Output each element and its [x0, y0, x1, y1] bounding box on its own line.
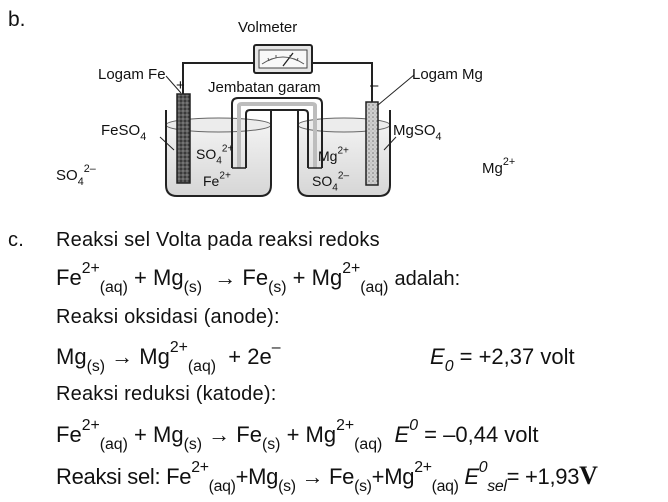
voltaic-cell-diagram	[159, 44, 415, 197]
fe-electrode-label: Logam Fe	[98, 66, 166, 83]
so4-outside-label: SO42–	[56, 162, 96, 188]
right-ion-so4: SO42–	[312, 170, 350, 194]
minus-sign: –	[370, 77, 379, 94]
salt-bridge	[231, 97, 323, 169]
mgso4-label: MgSO4	[393, 122, 442, 143]
mg-label-leader	[377, 74, 415, 106]
left-ion-fe: Fe2+	[203, 170, 231, 189]
voltmeter	[253, 44, 313, 74]
part-c-heading: Reaksi sel Volta pada reaksi redoks	[56, 229, 380, 251]
feso4-leader	[159, 136, 175, 151]
mg-electrode	[365, 101, 379, 186]
mgso4-leader	[383, 136, 397, 151]
oxidation-potential: E0 = +2,37 volt	[430, 344, 575, 376]
reduction-heading: Reaksi reduksi (katode):	[56, 383, 277, 405]
feso4-label: FeSO4	[101, 122, 147, 143]
oxidation-line: Mg(s) → Mg2+(aq) + 2e–	[56, 339, 281, 376]
reduction-line: Fe2+(aq) + Mg(s) → Fe(s) + Mg2+(aq) E0 =…	[56, 417, 539, 454]
part-b-marker: b.	[8, 8, 26, 31]
wire-right	[313, 62, 373, 102]
fe-electrode	[176, 93, 191, 184]
overall-reaction-line: Fe2+(aq) + Mg(s) → Fe(s) + Mg2+(aq) adal…	[56, 260, 461, 297]
voltmeter-label: Volmeter	[238, 19, 298, 36]
plus-sign: +	[176, 77, 185, 94]
mg-electrode-label: Logam Mg	[412, 66, 483, 83]
right-ion-mg: Mg2+	[318, 145, 349, 164]
mg-outside-label: Mg2+	[482, 155, 516, 177]
fe-label-leader	[165, 75, 182, 94]
salt-bridge-label: Jembatan garam	[208, 79, 321, 96]
cell-reaction-line: Reaksi sel: Fe2+(aq)+Mg(s) → Fe(s)+Mg2+(…	[56, 459, 598, 496]
volt-unit: V	[579, 461, 598, 490]
left-beaker	[165, 110, 272, 197]
wire-left	[182, 62, 254, 94]
oxidation-heading: Reaksi oksidasi (anode):	[56, 306, 280, 328]
left-ion-so4: SO42+	[196, 143, 234, 167]
part-c-marker: c.	[8, 229, 24, 251]
